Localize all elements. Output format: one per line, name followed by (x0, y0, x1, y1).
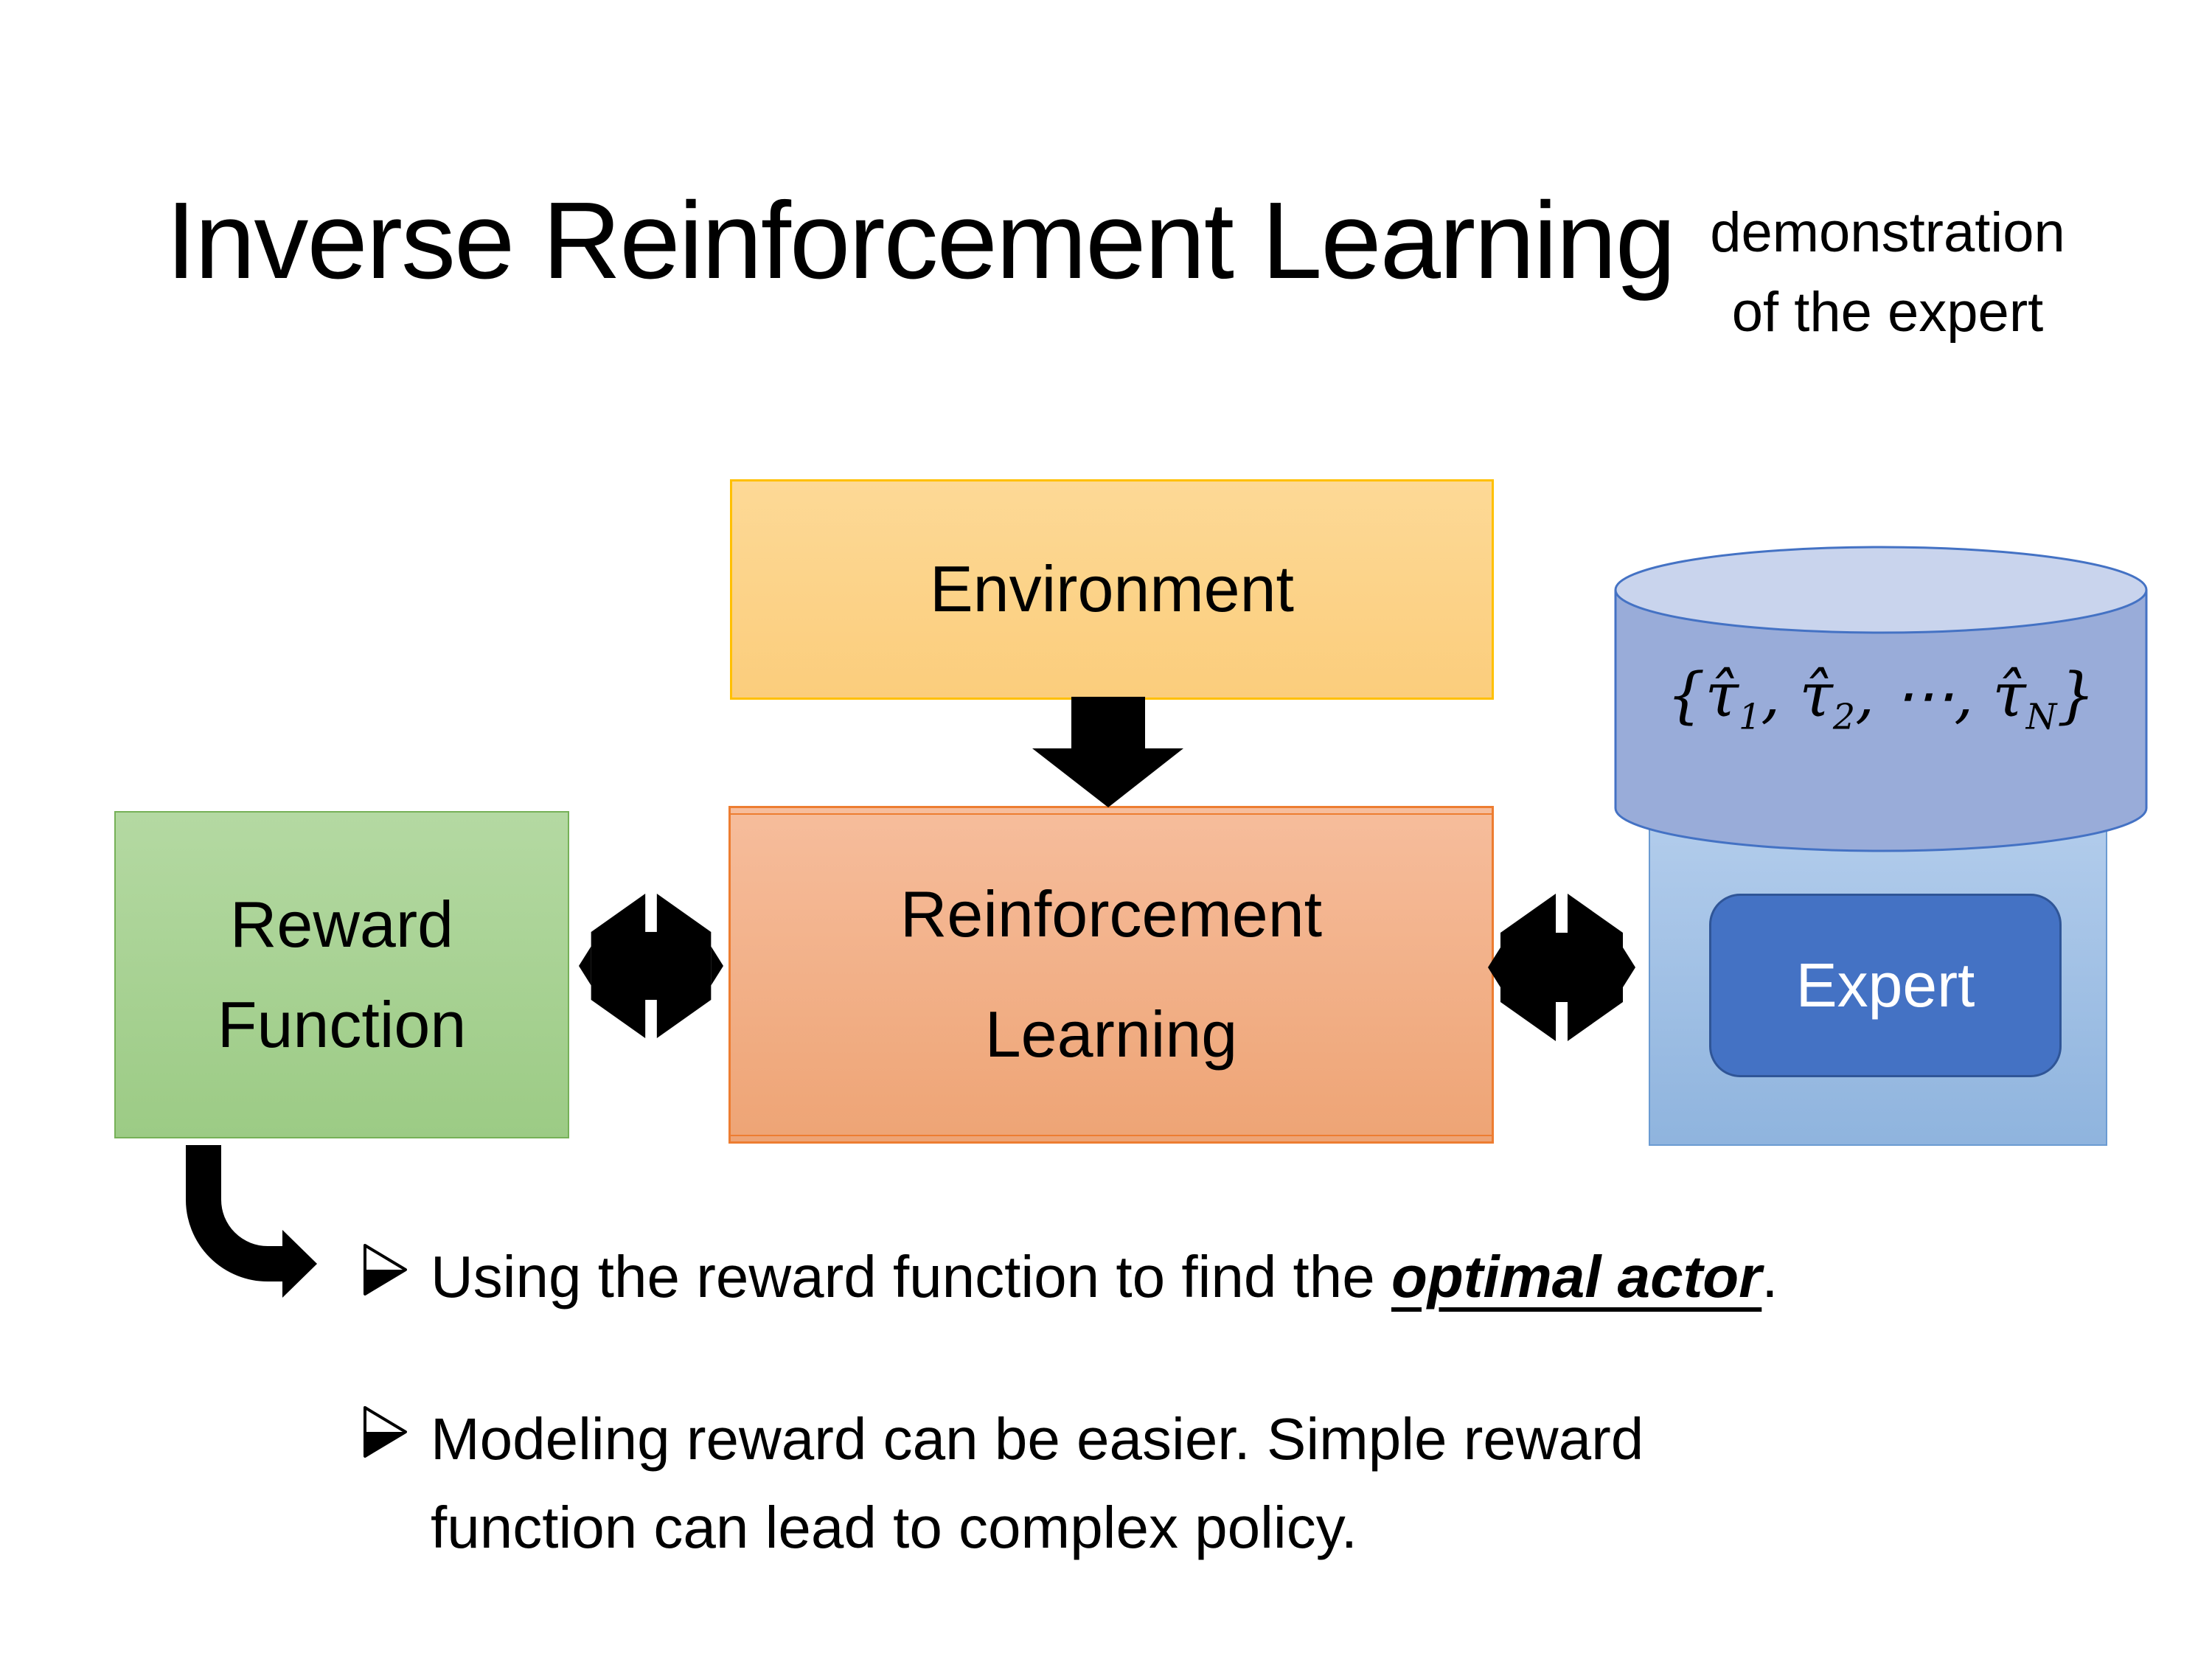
tau-hat-N: τ̂ (1992, 661, 2026, 731)
ellipsis: ⋯ (1893, 661, 1955, 731)
reward-label-line2: Function (217, 988, 467, 1061)
rl-label-line2: Learning (984, 998, 1238, 1071)
reward-label-line1: Reward (229, 887, 454, 961)
expert-box: Expert (1709, 894, 2062, 1077)
demonstration-caption-line1: demonstration (1710, 201, 2065, 264)
arrowhead-bullet-icon (364, 1406, 407, 1458)
environment-label: Environment (929, 552, 1294, 626)
page-title: Inverse Reinforcement Learning (166, 180, 1676, 302)
bullet-1-text: Using the reward function to find the op… (431, 1244, 1778, 1310)
optimal-actor-emphasis: optimal actor (1391, 1244, 1762, 1310)
bullet-item-2: Modeling reward can be easier. Simple re… (363, 1395, 1808, 1572)
reinforcement-learning-box: Reinforcement Learning (728, 806, 1494, 1144)
environment-box: Environment (730, 479, 1494, 700)
demonstration-caption: demonstration of the expert (1600, 193, 2175, 352)
database-cylinder (1614, 546, 2148, 852)
bullet-2-text: Modeling reward can be easier. Simple re… (431, 1406, 1660, 1560)
trajectory-set-formula: {τ̂1, τ̂2, ⋯, τ̂N} (1666, 661, 2096, 738)
elbow-arrow-icon (186, 1145, 317, 1298)
tau-hat-2: τ̂ (1799, 661, 1833, 731)
reward-function-box: Reward Function (114, 811, 569, 1138)
bullet-item-1: Using the reward function to find the op… (363, 1233, 2147, 1321)
arrowhead-bullet-icon (364, 1244, 407, 1295)
expert-label: Expert (1795, 950, 1975, 1020)
tau-hat-1: τ̂ (1705, 661, 1739, 731)
double-arrow-left-icon (579, 894, 723, 1038)
double-arrow-right-icon (1488, 894, 1635, 1041)
down-arrow-icon (1032, 697, 1183, 807)
rl-label-line1: Reinforcement (900, 877, 1323, 951)
demonstration-caption-line2: of the expert (1731, 280, 2044, 344)
